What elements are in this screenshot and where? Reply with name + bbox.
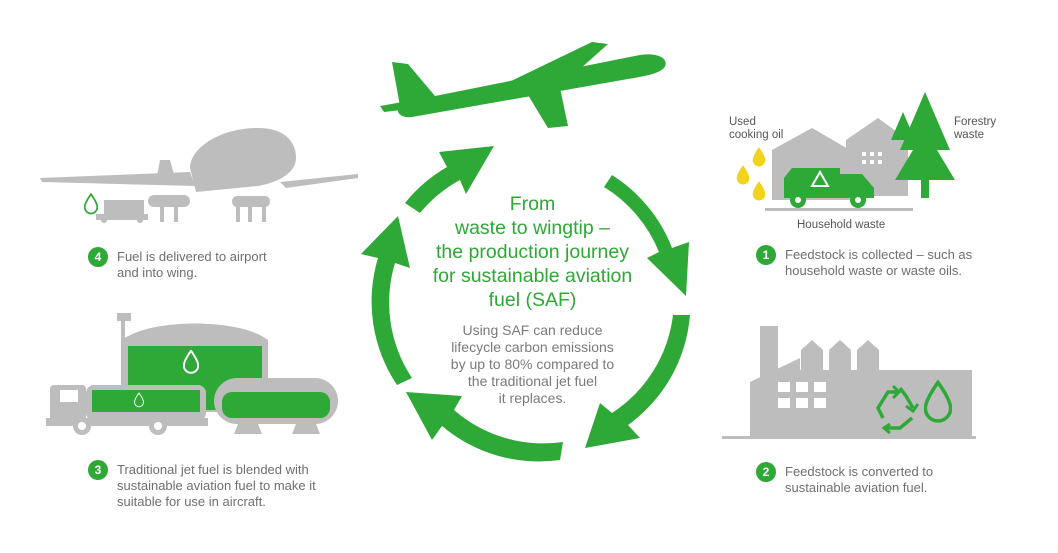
step-number-badge: 3 [88,460,108,480]
step-number-badge: 4 [88,247,108,267]
step-line: suitable for use in aircraft. [117,494,266,509]
body-line: the traditional jet fuel [467,373,598,389]
factory-icon [722,326,976,439]
step-3: 3 Traditional jet fuel is blended with s… [88,460,316,510]
body-line: Using SAF can reduce [462,322,603,338]
fuel-drop-icon [84,193,98,215]
airplane-icon [380,42,666,128]
label-line: Forestry [954,116,997,128]
arrow-bottom-left [406,392,563,462]
step-text: Feedstock is converted to sustainable av… [785,464,933,496]
cycle-arrows [361,146,690,462]
center-title: From waste to wingtip – the production j… [410,192,655,312]
label-line: waste [954,129,985,141]
label-line: Used [729,116,756,128]
body-line: by up to 80% compared to [450,356,615,372]
label-line: cooking oil [729,129,784,141]
step-number-badge: 2 [756,462,776,482]
step-line: sustainable aviation fuel. [785,480,928,495]
step-line: household waste or waste oils. [785,263,963,278]
step-line: and into wing. [117,265,198,280]
tree-icon [891,92,955,198]
tanker-truck-icon [46,385,208,435]
body-line: lifecycle carbon emissions [451,339,614,355]
arrow-bottom-right [585,315,690,448]
step-text: Fuel is delivered to airport and into wi… [117,249,267,281]
forestry-waste-label: Forestry waste [954,116,996,142]
step-line: Fuel is delivered to airport [117,249,267,264]
recycle-icon [875,384,920,435]
step-text: Feedstock is collected – such as househo… [785,247,972,279]
step-number-badge: 1 [756,245,776,265]
used-cooking-oil-label: Used cooking oil [729,116,783,142]
fuel-tank-horizontal-icon [214,378,338,434]
title-line: fuel (SAF) [488,289,577,311]
arrow-top-left [405,146,494,213]
garbage-truck-icon [784,168,874,208]
arrow-left-up [361,216,412,385]
oil-drops-icon [736,147,766,201]
household-waste-label: Household waste [797,219,886,231]
title-line: From [509,193,556,215]
title-line: waste to wingtip – [454,217,610,239]
body-line: it replaces. [498,390,567,406]
airport-airplane-icon [40,128,358,223]
title-line: the production journey [436,241,629,263]
step-line: Feedstock is collected – such as [785,247,973,262]
step-4: 4 Fuel is delivered to airport and into … [88,247,267,281]
arrow-top-right [604,175,689,296]
center-body: Using SAF can reduce lifecycle carbon em… [420,322,645,407]
step-line: sustainable aviation fuel to make it [117,478,316,493]
step-line: Traditional jet fuel is blended with [117,462,309,477]
step-text: Traditional jet fuel is blended with sus… [117,462,316,510]
step-1: 1 Feedstock is collected – such as house… [756,245,972,279]
step-2: 2 Feedstock is converted to sustainable … [756,462,933,496]
step-line: Feedstock is converted to [785,464,934,479]
title-line: for sustainable aviation [432,265,633,287]
